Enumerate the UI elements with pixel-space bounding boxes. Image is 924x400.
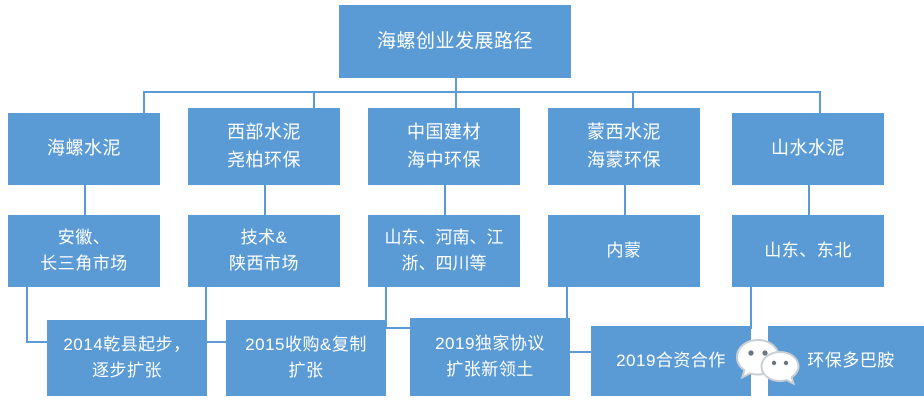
node-l2-hailuo-cement[interactable]: 海螺水泥: [8, 113, 160, 185]
node-label-line-2: 尧柏环保: [227, 149, 301, 170]
node-label-line-1: 海螺水泥: [47, 138, 121, 159]
node-label-line-1: 山东、东北: [764, 240, 852, 260]
node-label-line-2: 浙、四川等: [401, 254, 487, 273]
node-label-line-1: 2019合资合作: [616, 350, 726, 370]
connector-drop-l2-2: [313, 91, 315, 113]
node-l2-west-china-cement[interactable]: 西部水泥 尧柏环保: [188, 108, 340, 185]
connector-l3-l4-4-horz: [566, 351, 592, 353]
node-label-line-2: 海蒙环保: [587, 149, 661, 170]
node-label-line-1: 西部水泥: [227, 121, 301, 142]
connector-l3-l4-3-vert: [385, 287, 387, 329]
node-label-line-1: 2015收购&复制: [245, 334, 367, 354]
node-l2-mengxi-cement[interactable]: 蒙西水泥 海蒙环保: [548, 108, 700, 185]
node-l2-shanshui-cement[interactable]: 山水水泥: [732, 113, 884, 185]
node-label-line-2: 长三角市场: [40, 254, 128, 273]
node-l4-watermark-box[interactable]: 环保多巴胺: [768, 326, 924, 396]
node-l4-2014-qianxian-start[interactable]: 2014乾县起步， 逐步扩张: [47, 320, 207, 396]
connector-l3-l4-1-horz: [26, 341, 48, 343]
node-label-line-1: 山水水泥: [771, 138, 845, 159]
node-label-line-2: 逐步扩张: [92, 361, 162, 380]
node-l3-shandong-northeast[interactable]: 山东、东北: [732, 215, 884, 287]
connector-l2-l3-5: [808, 185, 810, 215]
connector-drop-l2-4: [632, 91, 634, 113]
node-l3-anhui-yangtze-market[interactable]: 安徽、 长三角市场: [8, 215, 160, 287]
node-label-line-1: 2014乾县起步，: [63, 334, 191, 354]
connector-l3-l4-1-vert: [26, 287, 28, 343]
node-label-line-1: 内蒙: [606, 240, 642, 260]
node-label-line-1: 山东、河南、江: [384, 227, 504, 247]
node-label-line-1: 技术&: [240, 227, 288, 247]
connector-l3-l4-5-vert: [750, 287, 752, 329]
connector-drop-l2-5: [819, 91, 821, 113]
node-l4-2019-joint-venture[interactable]: 2019合资合作: [591, 326, 751, 396]
connector-title-down: [455, 78, 457, 92]
node-l3-tech-shaanxi-market[interactable]: 技术& 陕西市场: [188, 215, 340, 287]
connector-l2-l3-3: [444, 185, 446, 215]
node-l3-inner-mongolia[interactable]: 内蒙: [548, 215, 700, 287]
connector-l2-l3-2: [264, 185, 266, 215]
node-label-line-1: 安徽、: [57, 227, 111, 247]
node-label-line-2: 扩张: [288, 361, 324, 380]
node-l4-2015-acquisition-replication[interactable]: 2015收购&复制 扩张: [226, 320, 386, 396]
connector-level2-bus: [143, 91, 821, 93]
node-l4-2019-exclusive-agreement[interactable]: 2019独家协议 扩张新领土: [410, 318, 570, 396]
node-root-label: 海螺创业发展路径: [376, 30, 533, 52]
node-label-line-2: 陕西市场: [229, 254, 299, 273]
node-l2-cnbm[interactable]: 中国建材 海中环保: [368, 108, 520, 185]
node-l3-shandong-henan-jiangzhe-sichuan[interactable]: 山东、河南、江 浙、四川等: [368, 215, 520, 287]
connector-l2-l3-4: [624, 185, 626, 215]
connector-l3-l4-2-horz: [205, 341, 227, 343]
connector-l2-l3-1: [84, 185, 86, 215]
connector-drop-l2-1: [143, 91, 145, 113]
node-label-line-1: 蒙西水泥: [587, 121, 661, 142]
node-label-line-2: 海中环保: [407, 149, 481, 170]
node-root[interactable]: 海螺创业发展路径: [339, 5, 571, 78]
connector-drop-l2-3: [455, 91, 457, 113]
watermark-label: 环保多巴胺: [807, 350, 895, 370]
node-label-line-1: 2019独家协议: [435, 333, 545, 353]
node-label-line-2: 扩张新领土: [446, 360, 534, 379]
connector-l3-l4-3-horz: [385, 327, 411, 329]
node-label-line-1: 中国建材: [407, 121, 481, 142]
connector-l3-l4-2-vert: [205, 287, 207, 343]
